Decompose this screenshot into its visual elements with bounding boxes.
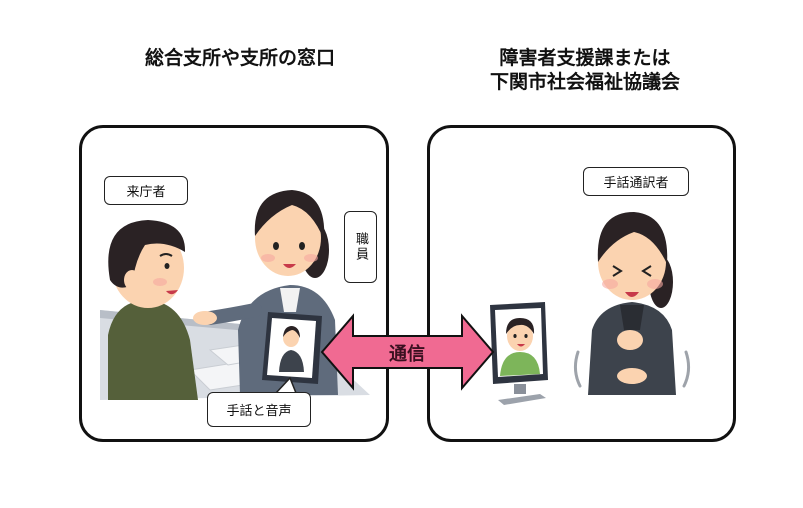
- visitor-label: 来庁者: [104, 176, 188, 205]
- interpreter-illustration: [573, 212, 691, 395]
- right-panel-heading: 障害者支援課または 下関市社会福祉協議会: [440, 46, 730, 94]
- right-heading-line-2: 下関市社会福祉協議会: [489, 71, 680, 93]
- interpreter-label: 手話通訳者: [583, 167, 689, 196]
- communication-label: 通信: [389, 344, 425, 365]
- right-heading-line-1: 障害者支援課または: [499, 47, 671, 69]
- communication-arrow: [320, 313, 495, 391]
- left-panel-heading: 総合支所や支所の窓口: [144, 47, 335, 69]
- monitor-illustration: [490, 302, 548, 405]
- sign-and-voice-callout: 手話と音声: [207, 392, 311, 427]
- staff-label: 職員: [344, 211, 377, 283]
- visitor-illustration: [108, 220, 198, 400]
- tablet-illustration: [262, 312, 322, 384]
